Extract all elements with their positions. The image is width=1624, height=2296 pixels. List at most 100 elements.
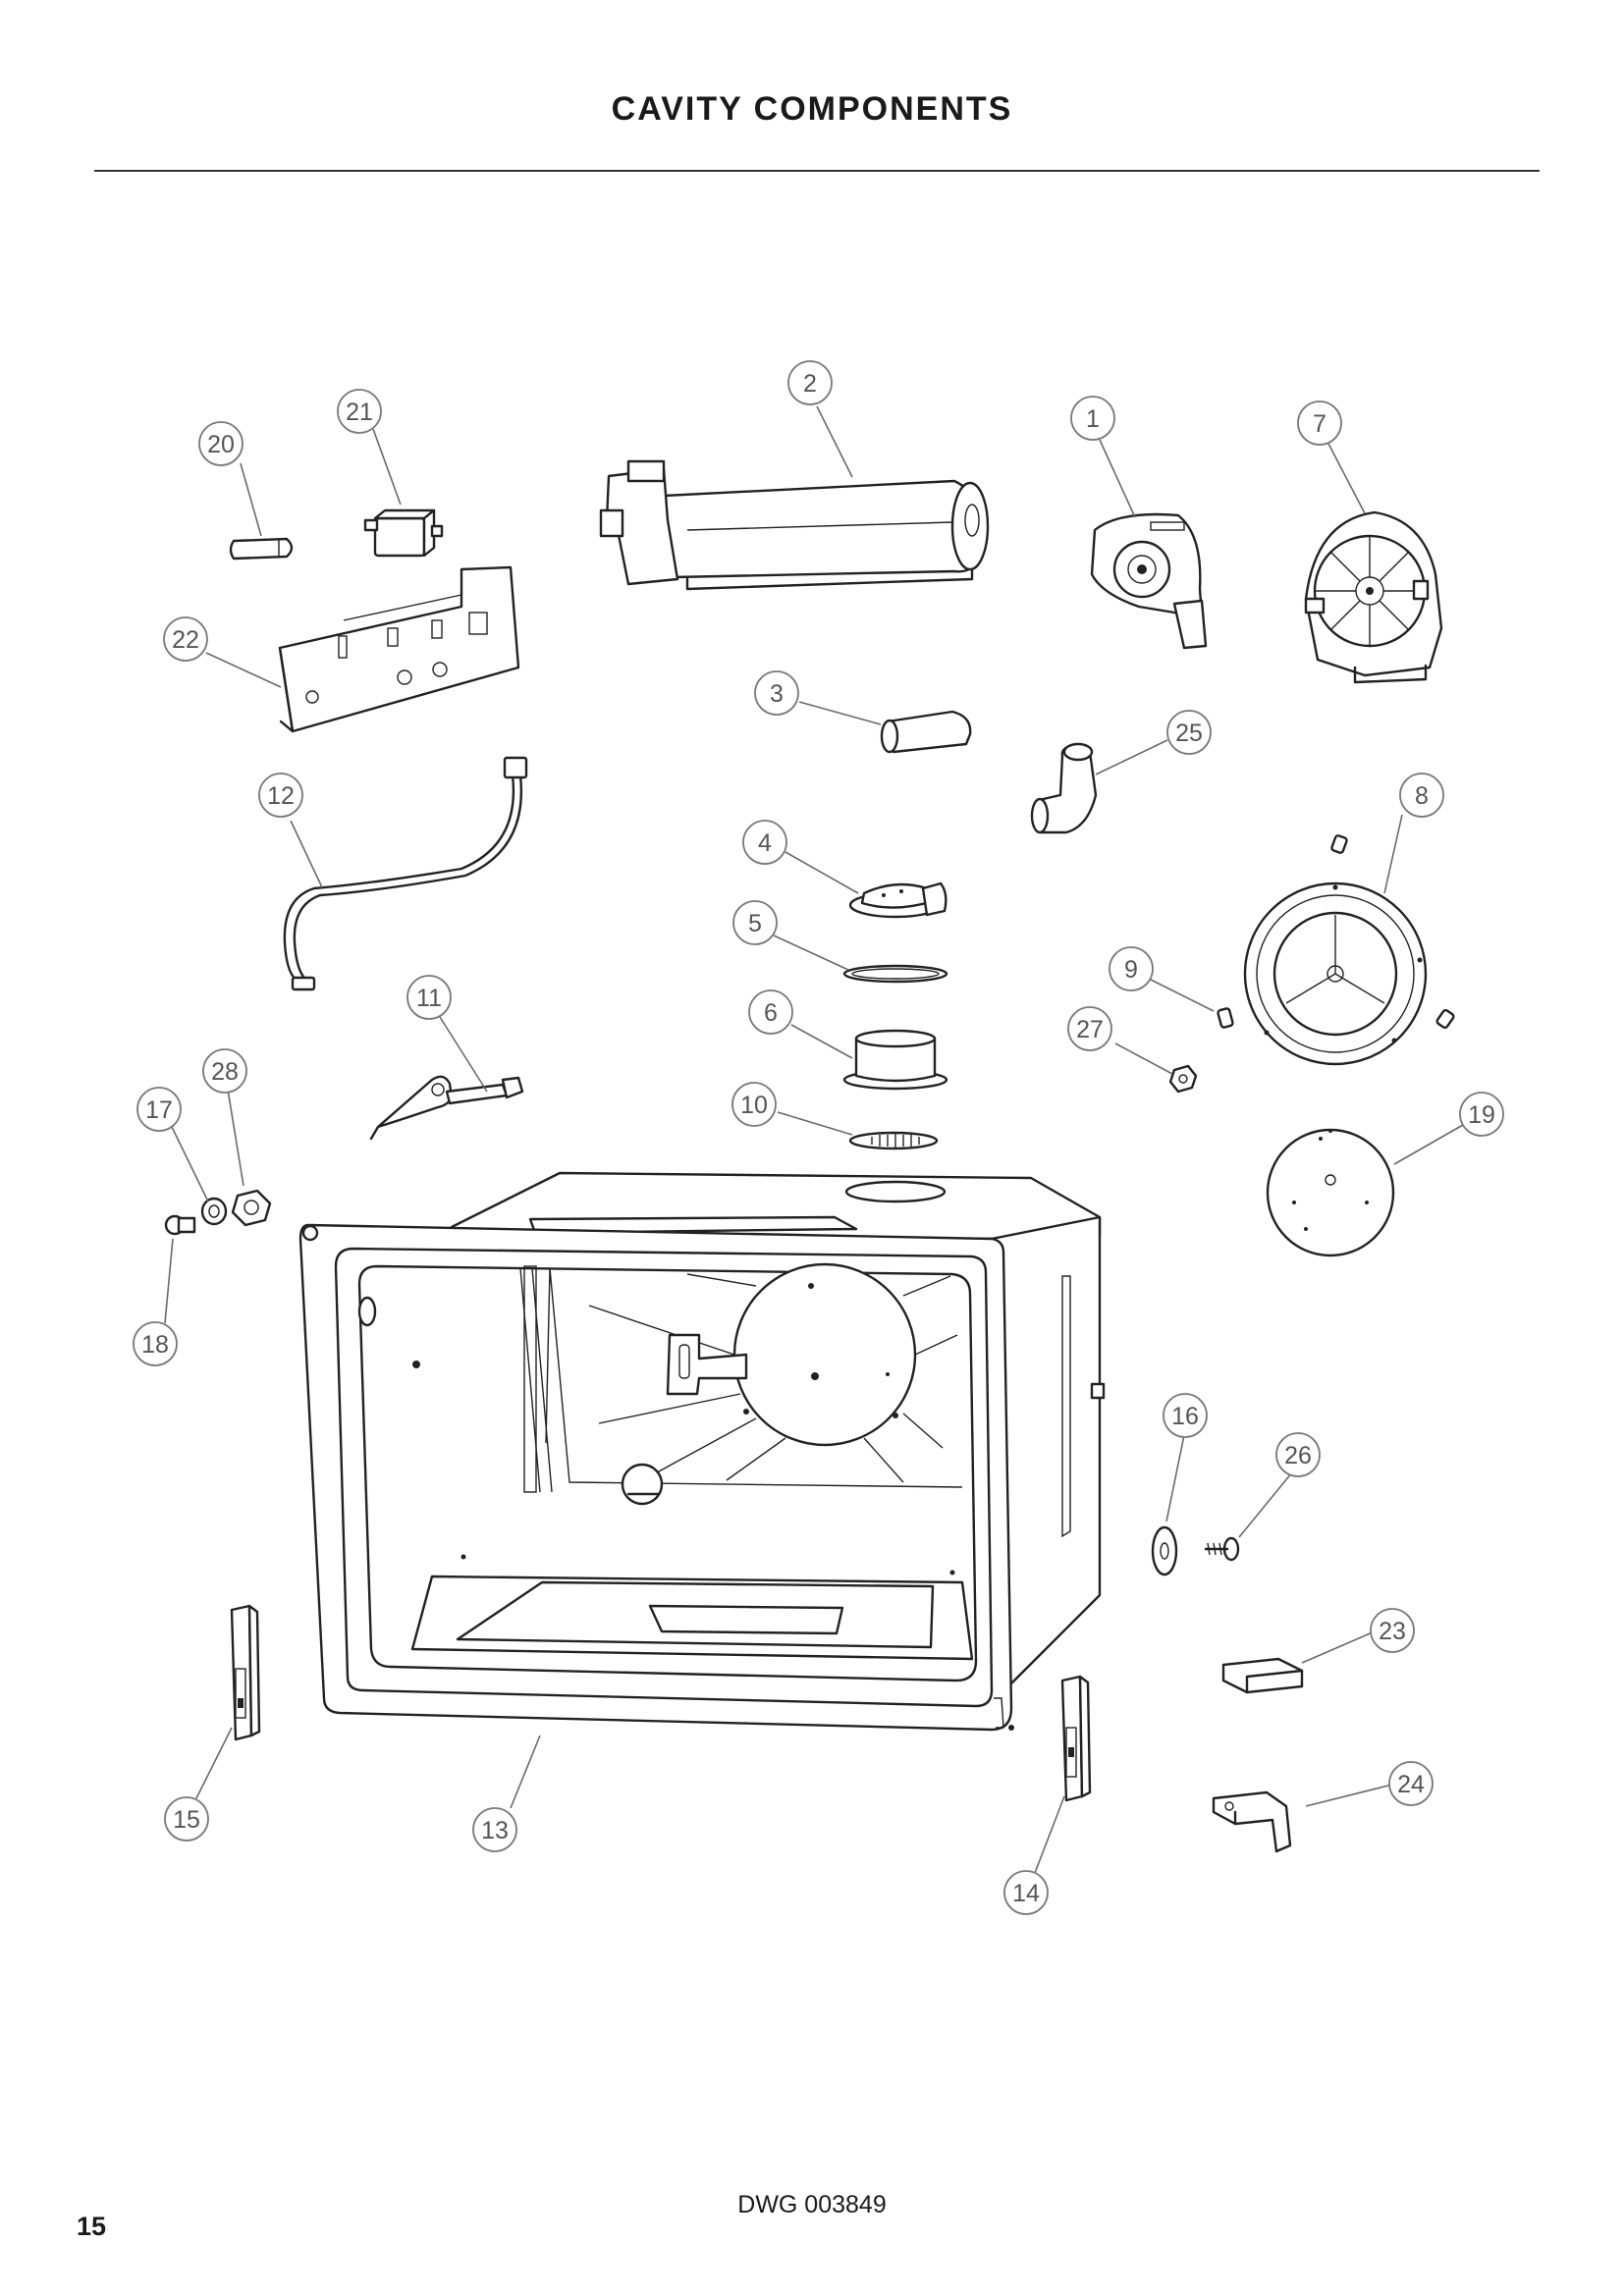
- leader-line-23: [1301, 1630, 1376, 1664]
- page-number: 15: [77, 2212, 107, 2241]
- callout-label: 14: [1012, 1880, 1040, 1907]
- callout-label: 18: [141, 1331, 169, 1359]
- callout-label: 3: [770, 680, 784, 708]
- elbow-duct-part: [1030, 742, 1098, 834]
- callout-label: 21: [346, 399, 373, 426]
- callout-label: 10: [740, 1092, 768, 1119]
- leader-line-18: [164, 1238, 174, 1324]
- callout-label: 5: [748, 910, 762, 937]
- callout-bubble: 27: [1067, 1006, 1112, 1051]
- callout-label: 17: [145, 1096, 173, 1124]
- nut-27-part: [1168, 1064, 1198, 1094]
- callout-label: 22: [172, 626, 199, 654]
- callout-bubble: 10: [731, 1082, 777, 1127]
- callout-label: 24: [1397, 1771, 1425, 1798]
- leader-line-4: [785, 851, 859, 894]
- callout-bubble: 1: [1070, 396, 1115, 441]
- leader-lines: [164, 405, 1464, 1874]
- leader-line-2: [816, 405, 853, 478]
- leader-line-3: [798, 701, 882, 725]
- leader-line-6: [790, 1024, 853, 1059]
- callout-label: 16: [1171, 1403, 1199, 1430]
- callout-label: 12: [267, 782, 295, 810]
- leader-line-14: [1034, 1795, 1065, 1874]
- rear-fan-plate-part: [1266, 1128, 1395, 1257]
- bracket-23-part: [1221, 1657, 1304, 1694]
- leader-line-10: [777, 1111, 853, 1136]
- callout-bubble: 13: [472, 1807, 517, 1852]
- right-hinge-receiver-part: [1060, 1675, 1092, 1802]
- callout-bubble: 20: [198, 421, 244, 466]
- temperature-sensor-part: [369, 1075, 524, 1141]
- nut-28-part: [231, 1189, 272, 1227]
- callout-bubble: 21: [337, 389, 382, 434]
- callout-label: 27: [1076, 1016, 1104, 1043]
- callout-bubble: 3: [754, 670, 799, 716]
- callout-label: 20: [207, 431, 235, 458]
- drawing-number: DWG 003849: [737, 2191, 887, 2218]
- gasket-ring-part: [842, 964, 948, 984]
- leader-line-21: [372, 428, 402, 506]
- callout-bubble: 22: [163, 616, 208, 662]
- callout-bubble: 12: [258, 773, 303, 818]
- leader-line-25: [1095, 739, 1168, 775]
- callout-label: 28: [211, 1058, 239, 1086]
- screw-9-part: [1217, 1007, 1234, 1029]
- callout-label: 23: [1379, 1618, 1406, 1645]
- leader-line-28: [227, 1089, 244, 1187]
- callout-label: 6: [764, 999, 778, 1027]
- callout-label: 8: [1415, 782, 1429, 810]
- callout-label: 2: [803, 370, 817, 398]
- leader-line-11: [439, 1016, 488, 1093]
- callout-bubble: 17: [136, 1087, 182, 1132]
- callout-bubble: 11: [406, 975, 452, 1020]
- callout-bubble: 19: [1459, 1092, 1504, 1137]
- leader-line-13: [510, 1735, 541, 1809]
- callout-label: 1: [1086, 405, 1100, 433]
- screw-part: [1330, 834, 1455, 1030]
- page-title: CAVITY COMPONENTS: [611, 90, 1013, 128]
- leader-line-26: [1238, 1471, 1293, 1538]
- callout-bubbles: 1 2 3 4 5 6 7 8: [133, 360, 1504, 1915]
- washer-17-part: [200, 1197, 228, 1226]
- leader-line-7: [1326, 441, 1366, 514]
- leader-line-9: [1150, 979, 1215, 1012]
- callout-bubble: 15: [164, 1796, 209, 1842]
- callout-bubble: 25: [1166, 710, 1212, 755]
- callout-bubble: 7: [1297, 400, 1342, 446]
- callout-bubble: 6: [748, 989, 793, 1035]
- callout-label: 15: [173, 1806, 200, 1834]
- callout-label: 9: [1124, 956, 1138, 984]
- leader-line-15: [195, 1727, 233, 1799]
- vent-duct-plate-part: [848, 881, 947, 919]
- callout-bubble: 18: [133, 1321, 178, 1366]
- callout-bubble: 2: [787, 360, 833, 405]
- callout-label: 25: [1175, 720, 1203, 747]
- callout-label: 26: [1284, 1442, 1312, 1469]
- blower-motor-part: [1090, 512, 1208, 650]
- screw-26-part: [1204, 1536, 1240, 1562]
- fan-cover-part: [1243, 881, 1428, 1066]
- switch-bracket-part: [278, 565, 520, 733]
- leader-line-16: [1165, 1434, 1185, 1522]
- fuse-part: [229, 537, 294, 561]
- convection-motor-part: [1304, 510, 1443, 684]
- leader-line-1: [1099, 439, 1136, 518]
- leader-line-24: [1305, 1784, 1393, 1807]
- vent-collar-part: [842, 1029, 948, 1091]
- micro-switch-part: [363, 508, 444, 558]
- leader-line-17: [170, 1124, 209, 1202]
- callout-bubble: 14: [1003, 1870, 1049, 1915]
- callout-bubble: 8: [1399, 773, 1444, 818]
- leader-line-27: [1114, 1042, 1173, 1075]
- tangential-fan-part: [599, 459, 990, 591]
- callout-label: 4: [758, 829, 772, 857]
- callout-label: 13: [481, 1817, 509, 1844]
- bracket-24-part: [1212, 1790, 1292, 1853]
- callout-bubble: 24: [1388, 1761, 1434, 1806]
- callout-bubble: 4: [742, 820, 787, 865]
- callout-bubble: 5: [732, 900, 778, 945]
- callout-label: 7: [1313, 410, 1326, 438]
- leader-line-19: [1393, 1124, 1464, 1165]
